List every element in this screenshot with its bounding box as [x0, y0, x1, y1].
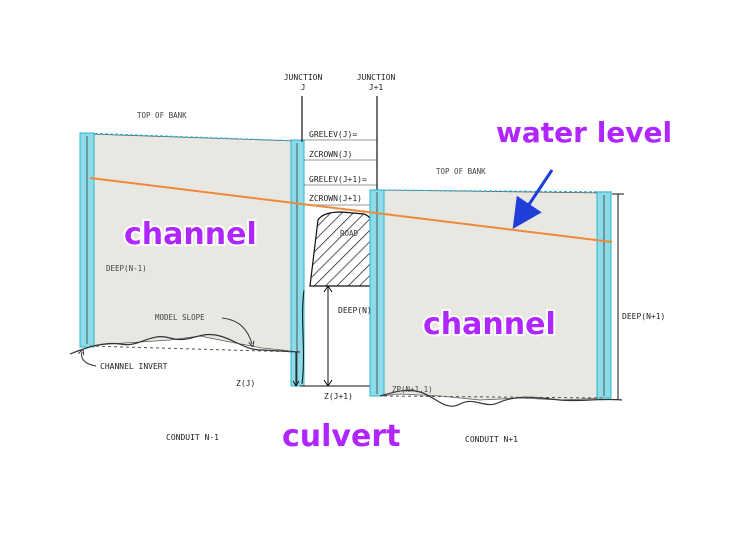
conduit-left-label: CONDUIT N-1 [166, 433, 219, 442]
channel-invert-pointer [82, 352, 97, 367]
model-slope-pointer [221, 317, 252, 344]
right-channel [369, 189, 624, 407]
junction-j1-label-2: J+1 [369, 83, 384, 92]
water-level-arrow [512, 169, 554, 229]
culvert-annotation: culvert [282, 419, 400, 454]
channel-right-annotation: channel [423, 307, 556, 342]
deep-n-label: DEEP(N) [338, 306, 372, 315]
right-channel-fill [379, 189, 607, 401]
right-channel-invert-line [379, 389, 623, 407]
grelev-j1-label: GRELEV(J+1)= [309, 175, 367, 184]
junction-j1-label-1: JUNCTION [357, 73, 396, 82]
junction-lines [301, 96, 378, 206]
junction-j-label-1: JUNCTION [284, 73, 323, 82]
left-junction-wall [290, 139, 305, 387]
annotations: channel channel culvert water level [122, 114, 674, 456]
zcrown-j1-label: ZCROWN(J+1) [309, 194, 362, 203]
z-j1-label: Z(J+1) [324, 392, 353, 401]
road-embankment [309, 211, 375, 287]
conduit-right-label: CONDUIT N+1 [465, 435, 518, 444]
z-j-label: Z(J) [236, 379, 255, 388]
water-level-line [89, 177, 613, 243]
deep-n-minus-1-label: DEEP(N-1) [106, 264, 147, 273]
top-of-bank-left-label: TOP OF BANK [137, 111, 187, 120]
channel-invert-label: CHANNEL INVERT [100, 362, 168, 371]
left-top-of-bank-line [79, 132, 301, 142]
zp-label: ZP(N+1,1) [392, 385, 433, 394]
left-channel [69, 132, 305, 387]
zcrown-j-label: ZCROWN(J) [309, 150, 352, 159]
grelev-j-label: GRELEV(J)= [309, 130, 357, 139]
labels: JUNCTION J JUNCTION J+1 TOP OF BANK TOP … [100, 73, 665, 444]
model-slope-label: MODEL SLOPE [155, 313, 205, 322]
water-level-annotation: water level [496, 116, 672, 149]
culvert-section [292, 211, 381, 389]
model-slope-dashed [89, 345, 299, 353]
left-channel-invert-line [69, 334, 301, 355]
top-of-bank-right-label: TOP OF BANK [436, 167, 486, 176]
road-label: ROAD [340, 229, 359, 238]
channel-left-annotation: channel [124, 217, 257, 252]
zp-dashed [383, 395, 605, 399]
deep-n-plus-1-label: DEEP(N+1) [622, 312, 665, 321]
junction-j-label-2: J [301, 83, 306, 92]
